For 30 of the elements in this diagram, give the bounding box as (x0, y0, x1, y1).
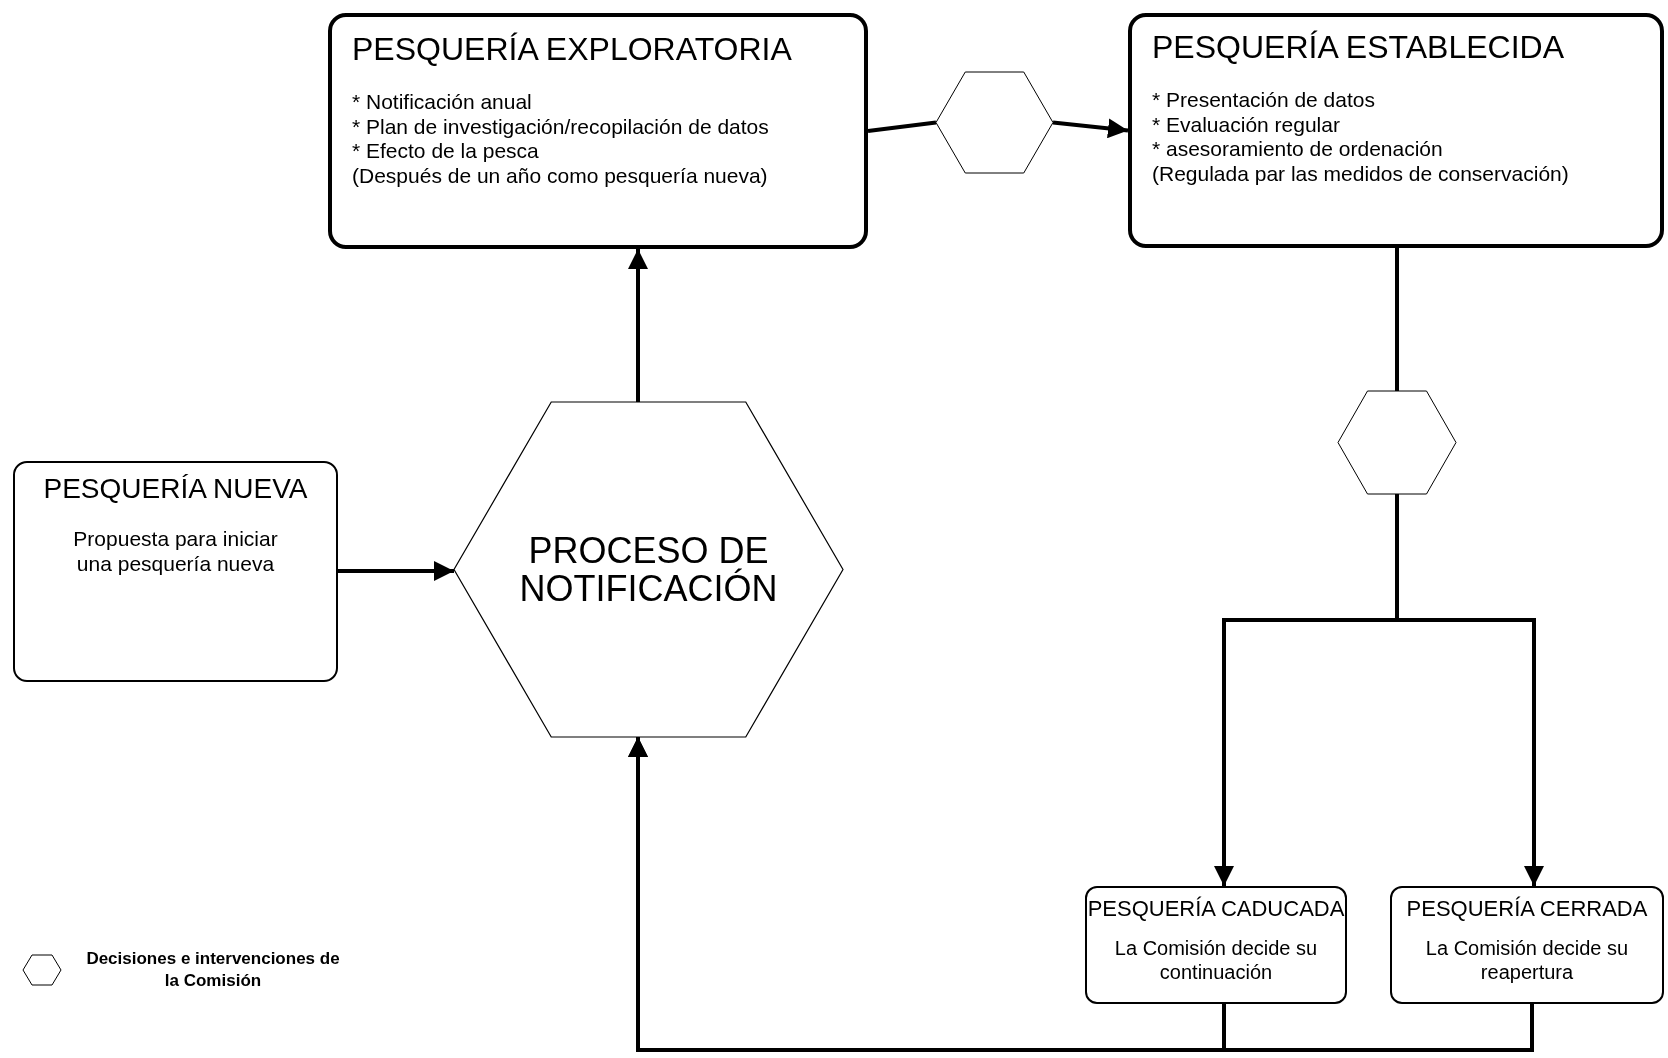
connector-arrow (1052, 118, 1129, 139)
box-description: La Comisión decide su reapertura (1424, 937, 1630, 985)
connector-arrow (628, 249, 648, 402)
connector-arrow (1395, 494, 1544, 886)
rounded-box (1085, 886, 1347, 1004)
list-item: (Regulada par las medidos de conservación) (1152, 162, 1569, 187)
box-title: PESQUERÍA CADUCADA (1087, 896, 1345, 922)
box-title: PESQUERÍA NUEVA (43, 473, 308, 506)
list-item: * Notificación anual (352, 89, 532, 115)
box-title: PESQUERÍA EXPLORATORIA (352, 31, 792, 68)
rounded-box (1390, 886, 1664, 1004)
rounded-box (328, 13, 868, 249)
box-description: Propuesta para iniciar una pesquería nueva (72, 527, 279, 577)
rounded-box (13, 461, 338, 682)
connector-arrow (338, 561, 454, 581)
box-title: PESQUERÍA CERRADA (1406, 896, 1648, 922)
legend-label: Decisiones e intervenciones de la Comisión (85, 948, 341, 993)
list-item: * Presentación de datos (1152, 87, 1375, 113)
hexagon-label: PROCESO DE NOTIFICACIÓN (518, 531, 779, 608)
list-item: * Evaluación regular (1152, 112, 1340, 138)
decision-hexagon (1338, 391, 1456, 494)
box-description: La Comisión decide su continuación (1113, 937, 1319, 985)
rounded-box (1128, 13, 1664, 248)
list-item: * Plan de investigación/recopilación de datos (352, 114, 769, 140)
list-item: (Después de un año como pesquería nueva) (352, 164, 768, 189)
box-title: PESQUERÍA ESTABLECIDA (1152, 29, 1564, 66)
decision-hexagon (936, 72, 1053, 173)
process-hexagon (454, 402, 843, 737)
list-item: * asesoramiento de ordenación (1152, 137, 1443, 163)
list-item: * Efecto de la pesca (352, 139, 539, 165)
